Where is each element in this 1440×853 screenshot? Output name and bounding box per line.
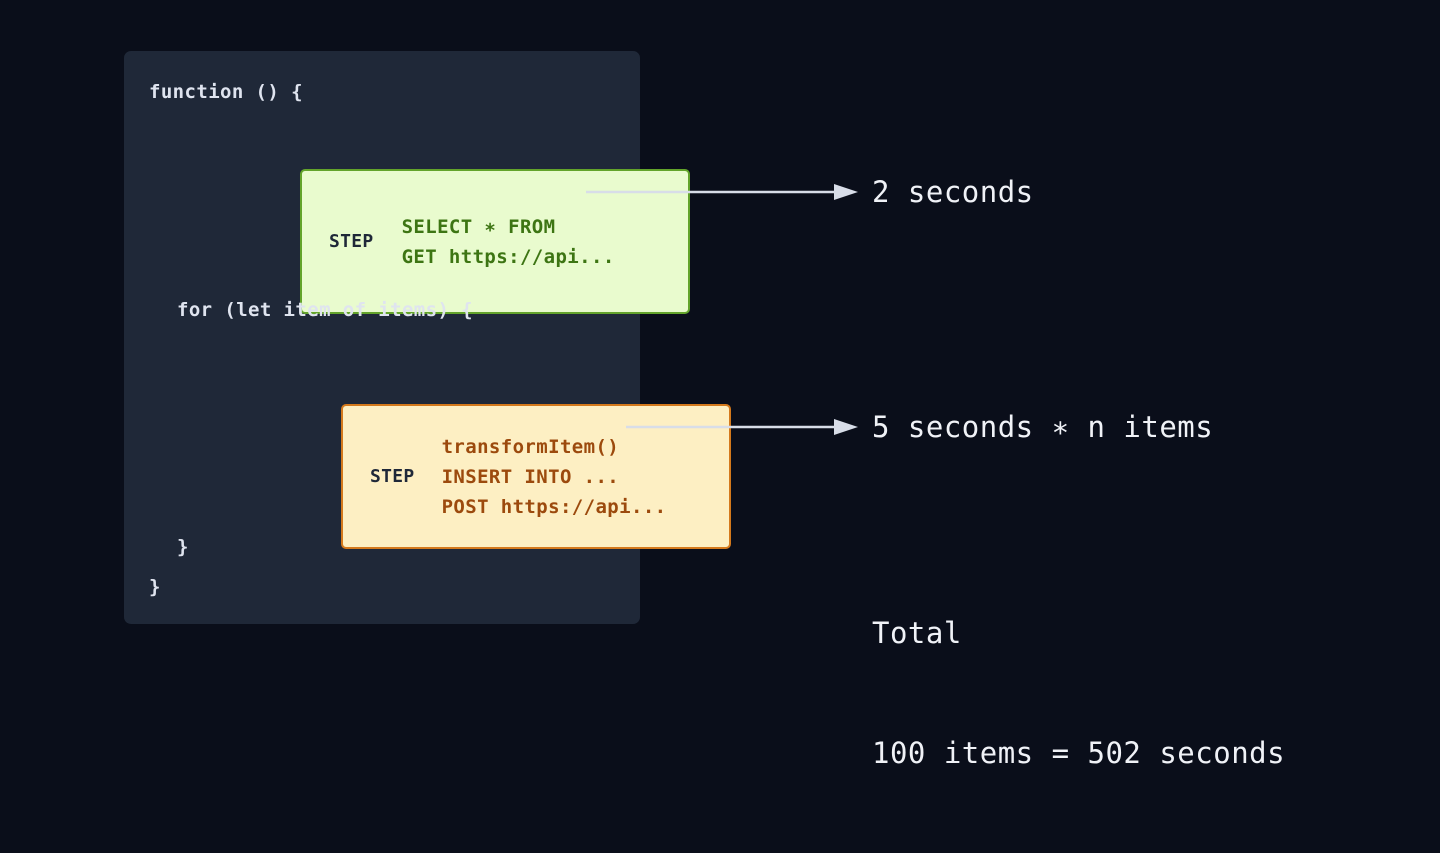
step-label-2: STEP xyxy=(370,466,415,487)
step-label-1: STEP xyxy=(329,231,374,252)
code-line-for-close: } xyxy=(177,536,189,558)
code-line-for-open: for (let item of items) { xyxy=(177,299,473,321)
step-content-2: transformItem() INSERT INTO ... POST htt… xyxy=(441,435,667,518)
arrow-right-icon-2 xyxy=(626,419,858,435)
annotation-step-1-duration: 2 seconds xyxy=(872,175,1034,209)
total-heading: Total xyxy=(872,616,962,650)
step-content-1: SELECT ∗ FROM GET https://api... xyxy=(401,215,615,268)
code-line-function-open: function () { xyxy=(149,81,303,103)
code-line-function-close: } xyxy=(149,576,161,598)
code-panel: function () { STEP SELECT ∗ FROM GET htt… xyxy=(124,51,731,624)
total-block: Total 100 items = 502 seconds xyxy=(872,533,1285,853)
total-value: 100 items = 502 seconds xyxy=(872,736,1286,770)
step-box-2[interactable]: STEP transformItem() INSERT INTO ... POS… xyxy=(341,404,731,549)
arrow-right-icon-1 xyxy=(586,184,858,200)
diagram-canvas: function () { STEP SELECT ∗ FROM GET htt… xyxy=(124,51,1285,770)
annotation-step-2-duration: 5 seconds ∗ n items xyxy=(872,410,1214,444)
